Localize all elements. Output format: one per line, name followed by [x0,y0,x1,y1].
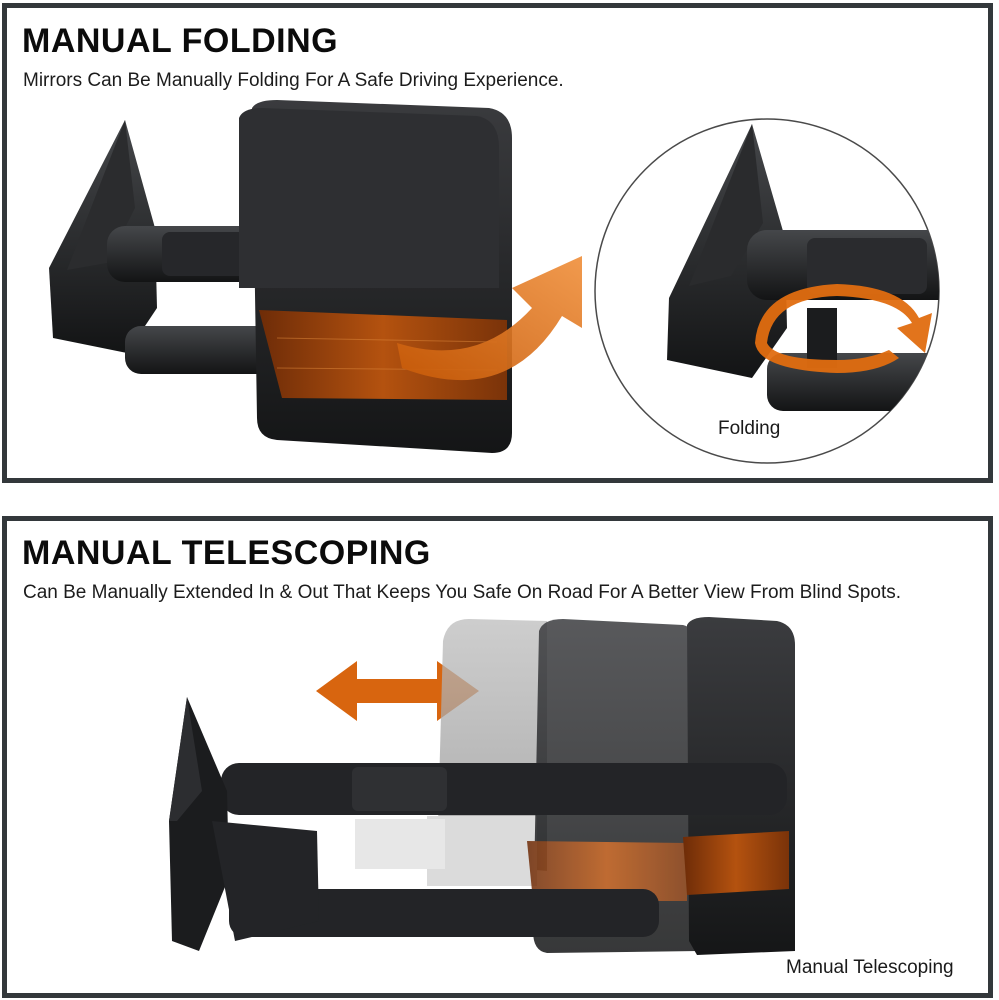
telescope-direction-arrow [316,661,479,721]
folding-illustration [49,100,940,464]
manual-folding-panel: MANUAL FOLDING Mirrors Can Be Manually F… [2,3,993,483]
fold-direction-arrow [397,256,582,381]
mirror-head [239,100,512,453]
telescoping-description: Can Be Manually Extended In & Out That K… [23,582,902,603]
telescoping-illustration [169,617,795,955]
telescoping-upper-arm [221,763,787,815]
manual-telescoping-panel: MANUAL TELESCOPING Can Be Manually Exten… [2,516,993,998]
folding-caption: Folding [718,418,781,439]
rotate-arrow [755,284,932,373]
telescoping-title: MANUAL TELESCOPING [22,534,431,572]
telescoping-mount-base [169,697,319,951]
folding-description: Mirrors Can Be Manually Folding For A Sa… [23,70,564,91]
telescoping-lower-arm [229,819,659,937]
telescoping-caption: Manual Telescoping [786,957,954,978]
folding-title: MANUAL FOLDING [22,22,339,60]
folding-detail-circle [594,118,940,464]
